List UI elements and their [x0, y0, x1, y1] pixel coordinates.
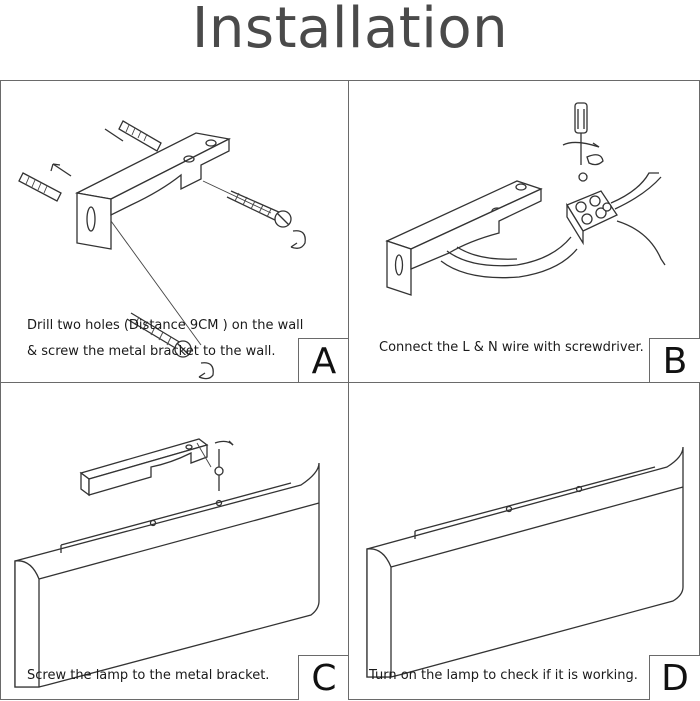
step-c-caption-line-1: Screw the lamp to the metal bracket.	[27, 668, 270, 683]
screwdriver-icon	[562, 102, 604, 182]
metal-bracket-icon	[385, 180, 543, 296]
step-a-letter: A	[298, 338, 349, 383]
wire-icon	[610, 172, 666, 266]
step-a-caption-line-2: & screw the metal bracket to the wall.	[27, 344, 276, 359]
step-a-panel: Drill two holes (Distance 9CM ) on the w…	[0, 80, 349, 383]
step-d-caption-line-1: Turn on the lamp to check if it is worki…	[369, 668, 638, 683]
screw-icon	[196, 440, 234, 491]
wall-lamp-icon	[14, 462, 320, 688]
wall-anchor-icon	[104, 120, 162, 152]
step-a-illustration	[18, 120, 306, 380]
step-a-caption-line-1: Drill two holes (Distance 9CM ) on the w…	[27, 318, 304, 333]
step-d-letter: D	[649, 655, 700, 700]
step-d-illustration	[366, 446, 684, 678]
step-d-panel: Turn on the lamp to check if it is worki…	[348, 382, 700, 700]
step-b-panel: Connect the L & N wire with screwdriver.…	[348, 80, 700, 383]
wall-anchor-icon	[18, 163, 72, 202]
metal-bracket-icon	[79, 438, 209, 497]
terminal-block-icon	[566, 190, 618, 246]
metal-bracket-icon	[74, 132, 232, 250]
step-b-illustration	[385, 102, 666, 296]
step-c-letter: C	[298, 655, 349, 700]
rotation-arrow-icon	[290, 230, 306, 249]
step-c-panel: Screw the lamp to the metal bracket. C	[0, 382, 349, 700]
step-b-letter: B	[649, 338, 700, 383]
rotation-arrow-icon	[198, 362, 214, 380]
wall-lamp-icon	[366, 446, 684, 678]
screw-icon	[126, 312, 192, 358]
step-b-caption-line-1: Connect the L & N wire with screwdriver.	[379, 340, 644, 355]
step-c-illustration	[14, 438, 320, 688]
page-title: Installation	[191, 0, 509, 61]
